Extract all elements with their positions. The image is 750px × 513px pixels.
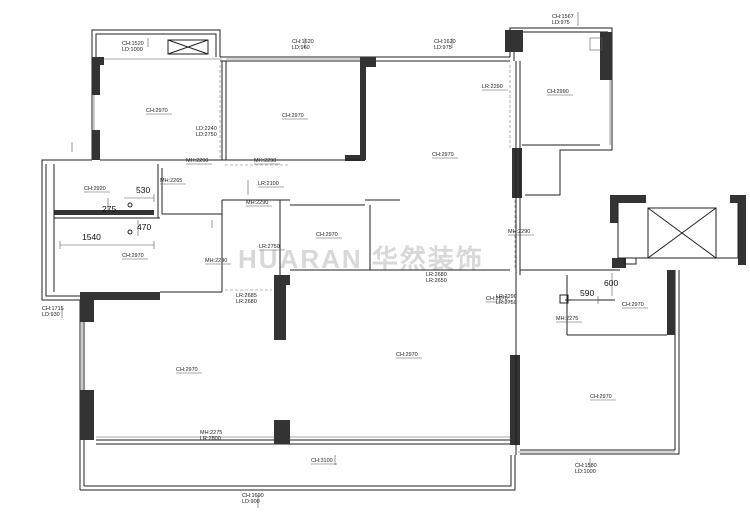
level-label: MH:2290 bbox=[508, 229, 530, 235]
ceiling-height-label: CH:2990 bbox=[547, 89, 569, 95]
level-label: LR:2800 bbox=[200, 436, 221, 442]
ceiling-height-label: CH:2970 bbox=[590, 394, 612, 400]
level-markers bbox=[61, 12, 591, 508]
ceiling-height-label: CH:2970 bbox=[432, 152, 454, 158]
ceiling-labels: CH:1520LD:1000CH:1620LD:960CH:1620LD:975… bbox=[42, 14, 648, 505]
ceiling-height-label: CH:2970 bbox=[622, 302, 644, 308]
level-label: MH:2265 bbox=[160, 178, 182, 184]
fixtures bbox=[127, 180, 249, 235]
level-label: LR:2750 bbox=[496, 300, 517, 306]
level-label: LR:2100 bbox=[258, 181, 279, 187]
ceiling-height-label: CH:1580 bbox=[575, 463, 597, 469]
dimension-label: 590 bbox=[580, 288, 594, 298]
level-label: MH:2290 bbox=[246, 200, 268, 206]
level-label: MH:2290 bbox=[254, 158, 276, 164]
partitions bbox=[53, 61, 739, 455]
level-label: LR:2680 bbox=[426, 272, 447, 278]
level-label: LR:2290 bbox=[482, 84, 503, 90]
ceiling-height-label: CH:1567 bbox=[552, 14, 574, 20]
ceiling-height-label: LD:2240 bbox=[196, 126, 217, 132]
ceiling-height-label: CH:2970 bbox=[282, 113, 304, 119]
level-label: LR:2750 bbox=[259, 244, 280, 250]
ceiling-height-label: CH:1520 bbox=[122, 41, 144, 47]
ceiling-height-label: LD:975 bbox=[434, 45, 452, 51]
windows bbox=[81, 58, 675, 453]
watermark: HUARAN 华然装饰 bbox=[238, 244, 484, 274]
ceiling-height-label: LD:960 bbox=[292, 45, 310, 51]
ceiling-height-label: CH:2970 bbox=[122, 253, 144, 259]
shafts bbox=[167, 37, 717, 265]
level-label: LR:2685 bbox=[236, 293, 257, 299]
ceiling-height-label: CH:2970 bbox=[146, 108, 168, 114]
ceiling-height-label: LD:930 bbox=[42, 312, 60, 318]
ceiling-height-label: CH:2920 bbox=[84, 186, 106, 192]
level-label: LR:2650 bbox=[426, 278, 447, 284]
ceiling-height-label: CH:1715 bbox=[42, 306, 64, 312]
ceiling-height-label: CH:1620 bbox=[292, 39, 314, 45]
ceiling-height-label: LD:1000 bbox=[122, 47, 143, 53]
ceiling-height-label: LD:1000 bbox=[575, 469, 596, 475]
dimension-lines bbox=[59, 194, 613, 304]
ceiling-height-label: CH:1690 bbox=[242, 493, 264, 499]
level-label: LR:2680 bbox=[236, 299, 257, 305]
level-label: MH:2275 bbox=[200, 430, 222, 436]
ceiling-height-label: CH:3100 bbox=[311, 458, 333, 464]
level-label: MH:2290 bbox=[186, 158, 208, 164]
level-label: MH:2290 bbox=[205, 258, 227, 264]
ceiling-height-label: LD:975 bbox=[552, 20, 570, 26]
ceiling-height-label: CH:2970 bbox=[396, 352, 418, 358]
dimension-labels: 530 1540 590 600 275 470 bbox=[82, 185, 618, 298]
ceiling-height-label: CH:1620 bbox=[434, 39, 456, 45]
level-label: LR:2290 bbox=[496, 294, 517, 300]
dimension-label: 275 bbox=[102, 204, 116, 214]
ceiling-height-label: CH:2970 bbox=[486, 296, 508, 302]
dimension-label: 1540 bbox=[82, 232, 101, 242]
ceiling-height-label: CH:2970 bbox=[316, 232, 338, 238]
dimension-label: 600 bbox=[604, 278, 618, 288]
ceiling-height-label: LD:900 bbox=[242, 499, 260, 505]
level-label: MH:2275 bbox=[556, 316, 578, 322]
dimension-label: 530 bbox=[136, 185, 150, 195]
walls bbox=[54, 30, 746, 445]
ceiling-height-label: CH:2970 bbox=[176, 367, 198, 373]
dimension-label: 470 bbox=[137, 222, 151, 232]
ceiling-height-label: LD:2750 bbox=[196, 132, 217, 138]
